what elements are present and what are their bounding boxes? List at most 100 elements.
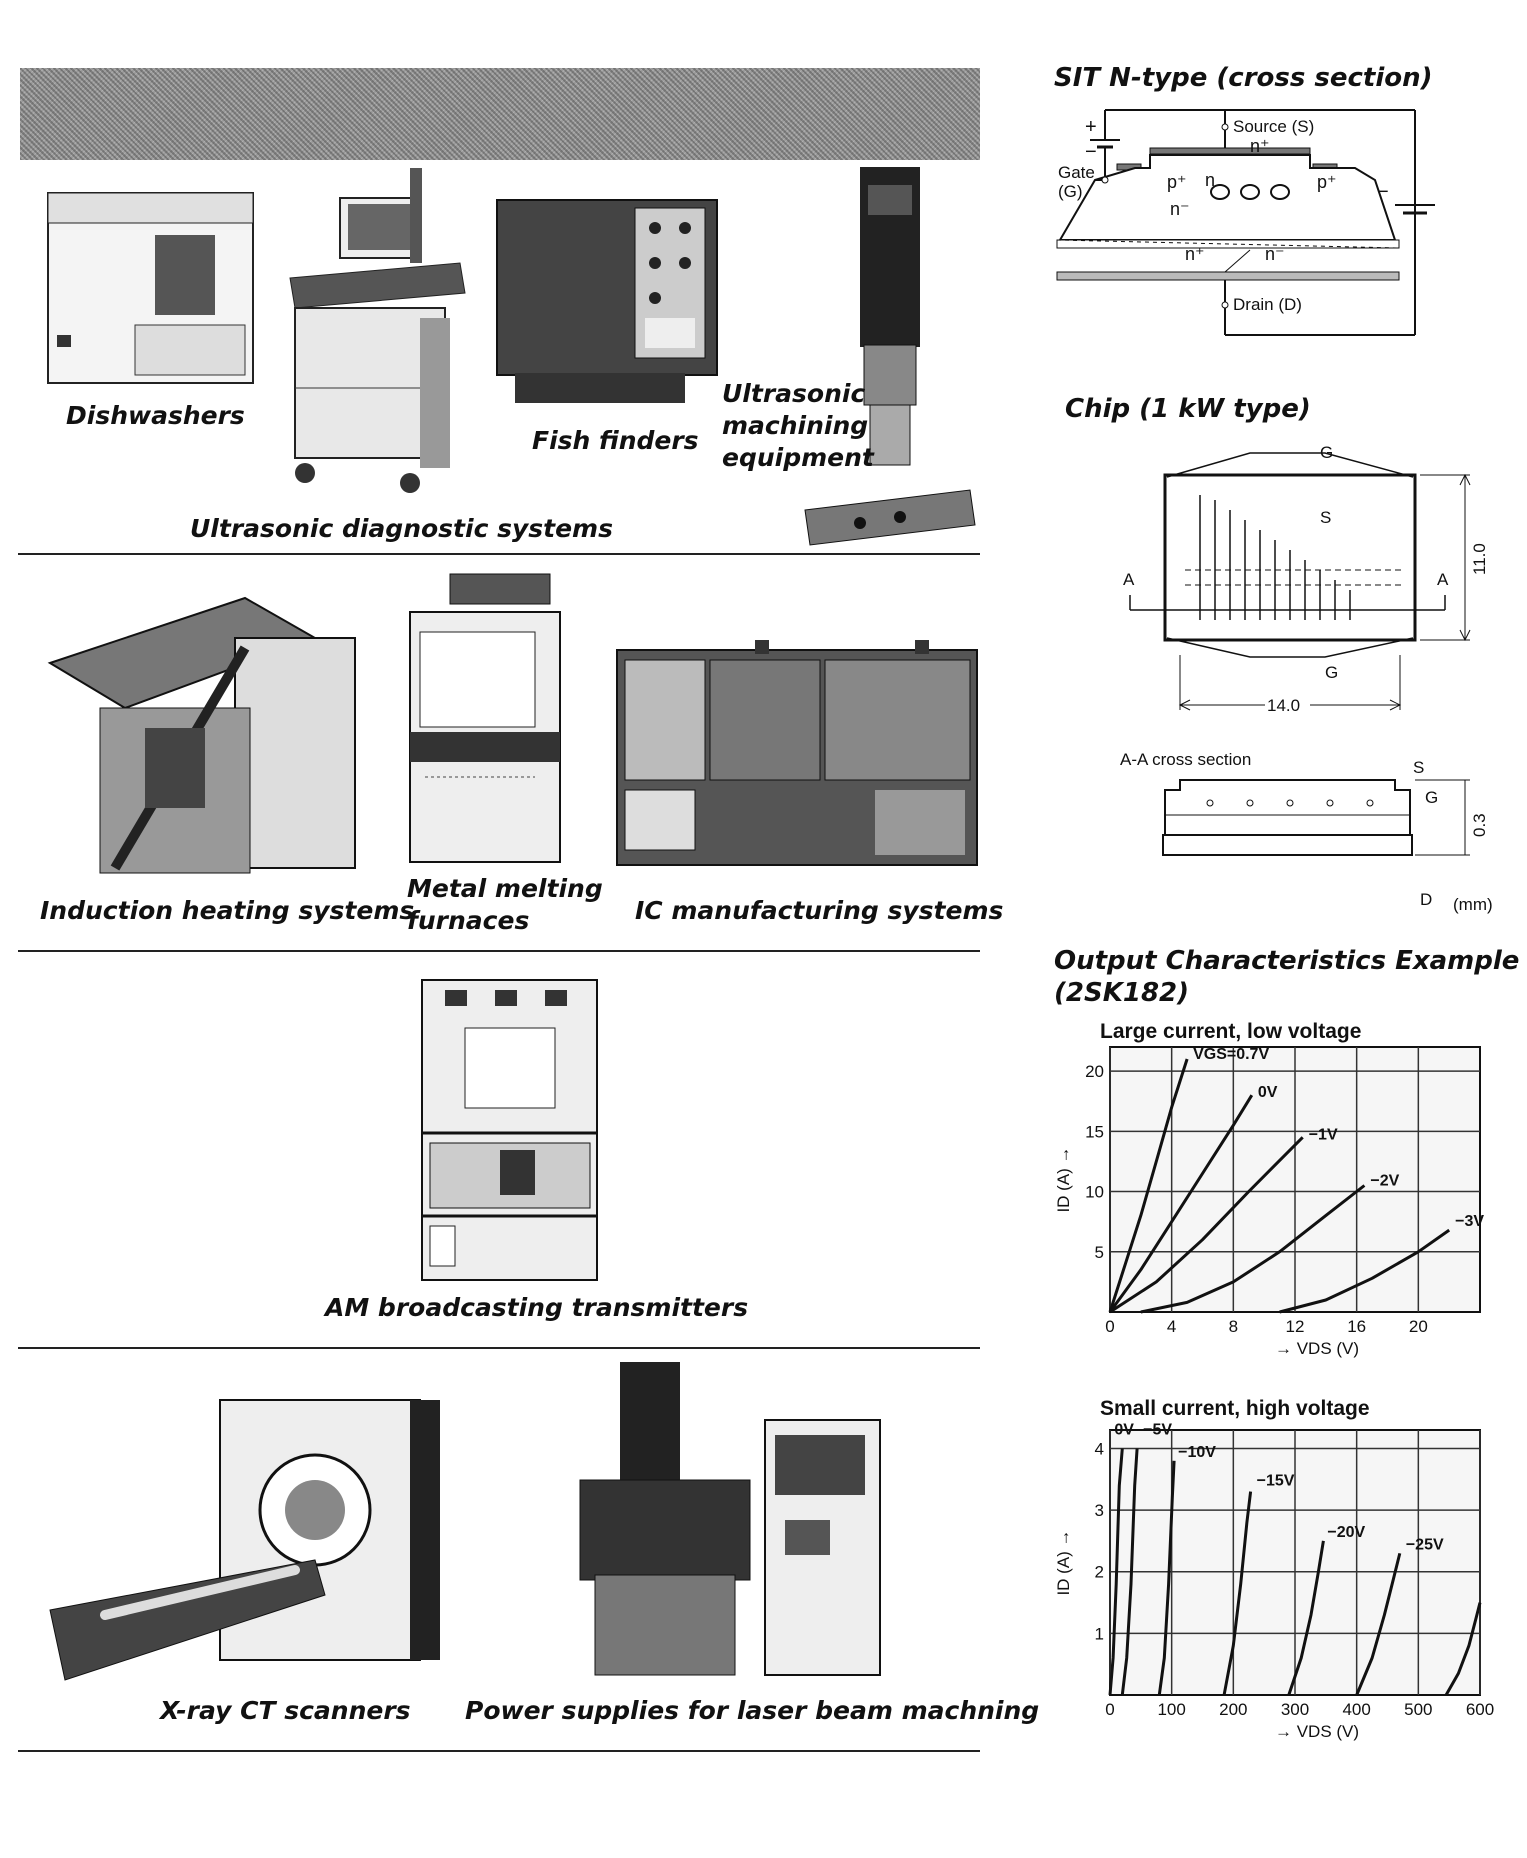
cross-section-diagram: + − − + Source (S) p⁺ n⁺ n p⁺ n⁻ n⁺ n⁻ D…: [1056, 109, 1435, 336]
region-p-plus-left: p⁺: [1167, 172, 1187, 192]
metal-melting-illustration: [409, 573, 561, 863]
caption-metal-melting-1: Metal melting: [407, 874, 603, 903]
y-tick-label: 2: [1095, 1563, 1104, 1582]
x-tick-label: 200: [1219, 1700, 1247, 1719]
x-axis-label: → VDS (V): [1275, 1339, 1359, 1358]
x-tick-label: 20: [1409, 1317, 1428, 1336]
caption-laser-power: Power supplies for laser beam machning: [465, 1696, 1040, 1725]
x-tick-label: 0: [1105, 1317, 1114, 1336]
y-tick-label: 5: [1095, 1243, 1104, 1262]
caption-ultrasonic-machining-1: Ultrasonic: [722, 379, 866, 408]
chip-g-bottom: G: [1325, 663, 1338, 682]
chip-height-dim: 11.0: [1470, 543, 1489, 575]
series-label: −10V: [1178, 1444, 1216, 1461]
chip-title: Chip (1 kW type): [1065, 394, 1311, 424]
x-tick-label: 4: [1167, 1317, 1176, 1336]
caption-xray-ct: X-ray CT scanners: [160, 1696, 411, 1725]
y-axis-label: ID (A) →: [1055, 1146, 1073, 1212]
y-tick-label: 20: [1085, 1062, 1104, 1081]
aa-thickness-dim: 0.3: [1470, 813, 1489, 837]
x-tick-label: 300: [1281, 1700, 1309, 1719]
x-axis-label: → VDS (V): [1275, 1722, 1359, 1741]
y-tick-label: 10: [1085, 1183, 1104, 1202]
source-label: Source (S): [1233, 117, 1314, 136]
series-line: [1157, 1460, 1176, 1696]
series-line: [1108, 1094, 1254, 1313]
region-n-plus-top: n⁺: [1250, 136, 1270, 156]
x-tick-label: 600: [1466, 1700, 1494, 1719]
divider-4: [18, 1750, 980, 1752]
aa-s: S: [1413, 758, 1424, 777]
chip-diagram: G G S A A 11.0 14.0 A-A cross sectio: [1120, 445, 1493, 914]
series-label: 0V: [1258, 1084, 1278, 1101]
caption-metal-melting-2: furnaces: [407, 906, 530, 935]
caption-fish-finders: Fish finders: [532, 426, 699, 455]
y-tick-label: 15: [1085, 1122, 1104, 1141]
divider-2: [18, 950, 980, 952]
cross-section-title: SIT N-type (cross section): [1054, 63, 1433, 93]
caption-ultrasonic-machining-2: machining: [722, 411, 869, 440]
series-line: [1355, 1552, 1402, 1696]
series-line: [1109, 1136, 1304, 1314]
series-label: −3V: [1455, 1213, 1484, 1230]
region-p-plus-right: p⁺: [1317, 172, 1337, 192]
drain-label: Drain (D): [1233, 295, 1302, 314]
chip-s: S: [1320, 508, 1331, 527]
series-line: [1287, 1540, 1325, 1696]
chart2-title: Small current, high voltage: [1100, 1397, 1370, 1420]
region-n-plus-lower: n⁺: [1185, 244, 1205, 264]
series-label: −2V: [1370, 1173, 1399, 1190]
region-n: n: [1205, 170, 1215, 190]
chip-a-right: A: [1437, 570, 1449, 589]
caption-ultrasonic-machining-3: equipment: [722, 443, 874, 472]
series-label: −15V: [1257, 1473, 1295, 1490]
series-line: [1140, 1184, 1366, 1314]
battery-left-minus: −: [1085, 141, 1097, 163]
chart1-title: Large current, low voltage: [1100, 1020, 1362, 1043]
x-tick-label: 8: [1229, 1317, 1238, 1336]
x-tick-label: 400: [1342, 1700, 1370, 1719]
chip-a-left: A: [1123, 570, 1135, 589]
series-label: 0V: [1114, 1421, 1134, 1438]
x-tick-label: 16: [1347, 1317, 1366, 1336]
battery-left-plus: +: [1085, 116, 1097, 138]
induction-heating-illustration: [47, 596, 356, 874]
caption-ic-manufacturing: IC manufacturing systems: [635, 896, 1004, 925]
ic-manufacturing-illustration: [616, 640, 978, 866]
x-tick-label: 500: [1404, 1700, 1432, 1719]
series-line: [1222, 1491, 1253, 1696]
aa-unit: (mm): [1453, 895, 1493, 914]
series-label: VGS=0.7V: [1193, 1046, 1269, 1063]
y-tick-label: 1: [1095, 1624, 1104, 1643]
gate-label-1: Gate: [1058, 163, 1095, 182]
x-tick-label: 100: [1157, 1700, 1185, 1719]
am-transmitter-illustration: [421, 979, 598, 1281]
gate-label-2: (G): [1058, 182, 1083, 201]
caption-am-broadcasting: AM broadcasting transmitters: [325, 1293, 749, 1322]
battery-right-minus: −: [1377, 181, 1389, 203]
y-axis-label: ID (A) →: [1055, 1529, 1073, 1595]
aa-title: A-A cross section: [1120, 750, 1251, 769]
chip-width-dim: 14.0: [1267, 696, 1300, 715]
y-tick-label: 4: [1095, 1439, 1104, 1458]
output-title-2: (2SK182): [1054, 978, 1190, 1008]
series-label: −20V: [1327, 1524, 1365, 1541]
aa-d: D: [1420, 890, 1432, 909]
divider-3: [18, 1347, 980, 1349]
region-n-minus-upper: n⁻: [1170, 199, 1190, 219]
output-title-1: Output Characteristics Example: [1054, 946, 1520, 976]
ultrasonic-machining-illustration: [804, 167, 976, 546]
series-line: [1120, 1448, 1139, 1696]
y-tick-label: 3: [1095, 1501, 1104, 1520]
region-n-minus-lower: n⁻: [1265, 244, 1285, 264]
series-label: −25V: [1406, 1536, 1444, 1553]
series-line: [1279, 1228, 1451, 1314]
xray-ct-illustration: [49, 1399, 440, 1681]
caption-induction-heating: Induction heating systems: [40, 896, 415, 925]
series-line: [1108, 1448, 1124, 1696]
laser-power-illustration: [579, 1362, 881, 1676]
applications-panel: Dishwashers Ultrasonic diagnostic system…: [18, 68, 1039, 1752]
caption-ultrasonic-diagnostic: Ultrasonic diagnostic systems: [190, 514, 613, 543]
series-label: −1V: [1309, 1126, 1338, 1143]
